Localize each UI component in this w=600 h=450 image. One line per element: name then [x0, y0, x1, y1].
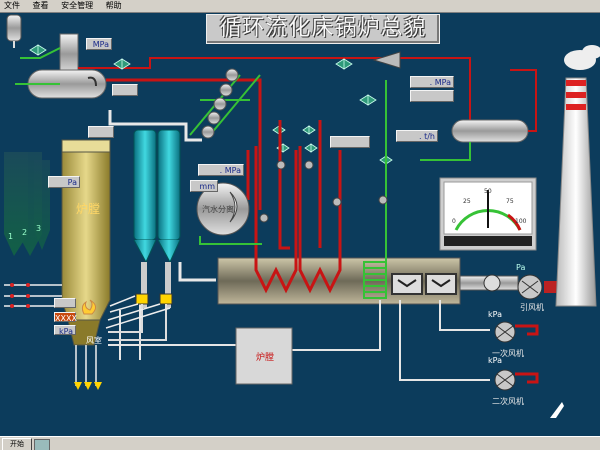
taskbar-app-icon[interactable]: [34, 439, 50, 450]
coal-bin-3-label: 3: [36, 224, 42, 233]
taskbar: 开始: [0, 436, 600, 450]
furnace-label: 炉膛: [76, 202, 101, 216]
id-fan-label: 引风机: [520, 303, 544, 312]
economizer-coil: [363, 80, 387, 299]
coal-bin-2-label: 2: [22, 228, 28, 237]
air-chamber-label: 风室: [86, 336, 102, 345]
feed-pointers: [74, 382, 102, 390]
cyclone-right: [157, 129, 181, 308]
menu-file[interactable]: 文件: [4, 1, 20, 10]
pressure-gauge: [439, 177, 537, 251]
steam-flow-box: . t/h: [396, 130, 438, 142]
primary-fan: [494, 321, 539, 343]
drum-level-box: [112, 84, 138, 96]
pressure-reducer: [372, 51, 401, 69]
gauge-tick-50: 50: [484, 188, 492, 195]
gauge-tick-0: 0: [452, 218, 456, 225]
ash-bin-label: 炉膛: [256, 353, 275, 363]
separator-pressure-box: . MPa: [198, 164, 244, 176]
main-steam-line: [78, 57, 471, 120]
secondary-fan: [494, 369, 539, 391]
drum-pressure-box: MPa: [86, 38, 112, 50]
desuperheater-points: [259, 160, 388, 223]
deaerator: [451, 119, 529, 143]
ash-bin: [235, 327, 293, 385]
coal-bin-1-label: 1: [8, 232, 14, 241]
furnace-outlet-duct: [108, 110, 186, 126]
primary-fan-label: 一次风机: [492, 349, 524, 358]
deaerator-line: [420, 142, 471, 161]
main-steam-temp-box: [410, 90, 454, 102]
id-fan: [483, 274, 543, 300]
coal-bins: [4, 152, 50, 256]
deaerator-steam: [510, 69, 537, 132]
chimney: [555, 45, 600, 307]
gauge-tick-100: 100: [515, 218, 527, 225]
loop-seals: [108, 293, 173, 341]
cyclone-left: [133, 129, 157, 308]
cyclone-outlet: [178, 262, 216, 282]
gauge-tick-75: 75: [506, 198, 514, 205]
menu-help[interactable]: 帮助: [105, 1, 122, 10]
feedwater-line: [20, 47, 61, 59]
steam-drum: [27, 33, 107, 99]
secondary-fan-unit: kPa: [488, 356, 502, 365]
bed-pressure-box: kPa: [54, 325, 76, 336]
primary-fan-unit: kPa: [488, 310, 502, 319]
furnace-pressure-box: Pa: [48, 176, 80, 188]
drum-steam-line: [106, 78, 262, 210]
furnace-top-box: [88, 126, 114, 138]
menu-bar: 文件 查看 安全管理 帮助: [0, 0, 600, 13]
burner-dots: [10, 283, 30, 308]
bed-temp-top-box: [54, 298, 76, 308]
menu-security[interactable]: 安全管理: [61, 1, 94, 10]
id-fan-unit: Pa: [516, 263, 526, 272]
steam-separator-label: 汽水分离: [202, 205, 234, 214]
safety-valve-group: [189, 68, 261, 139]
drum-level-display: mm: [190, 180, 218, 192]
steam-separator: [196, 182, 262, 245]
start-button[interactable]: 开始: [2, 438, 32, 450]
air-preheaters: [391, 273, 457, 295]
gauge-tick-25: 25: [463, 198, 471, 205]
signal-icon: [550, 402, 564, 418]
secondary-fan-label: 二次风机: [492, 397, 524, 406]
condensate-tank: [6, 14, 22, 48]
page-title: 循环流化床锅炉总貌: [206, 14, 440, 44]
superheater-temp-box: [330, 136, 370, 148]
feed-lines: [4, 284, 171, 386]
bed-temp-box: XXXX: [54, 312, 77, 323]
main-steam-pressure-box: . MPa: [410, 76, 454, 88]
menu-view[interactable]: 查看: [32, 1, 49, 10]
